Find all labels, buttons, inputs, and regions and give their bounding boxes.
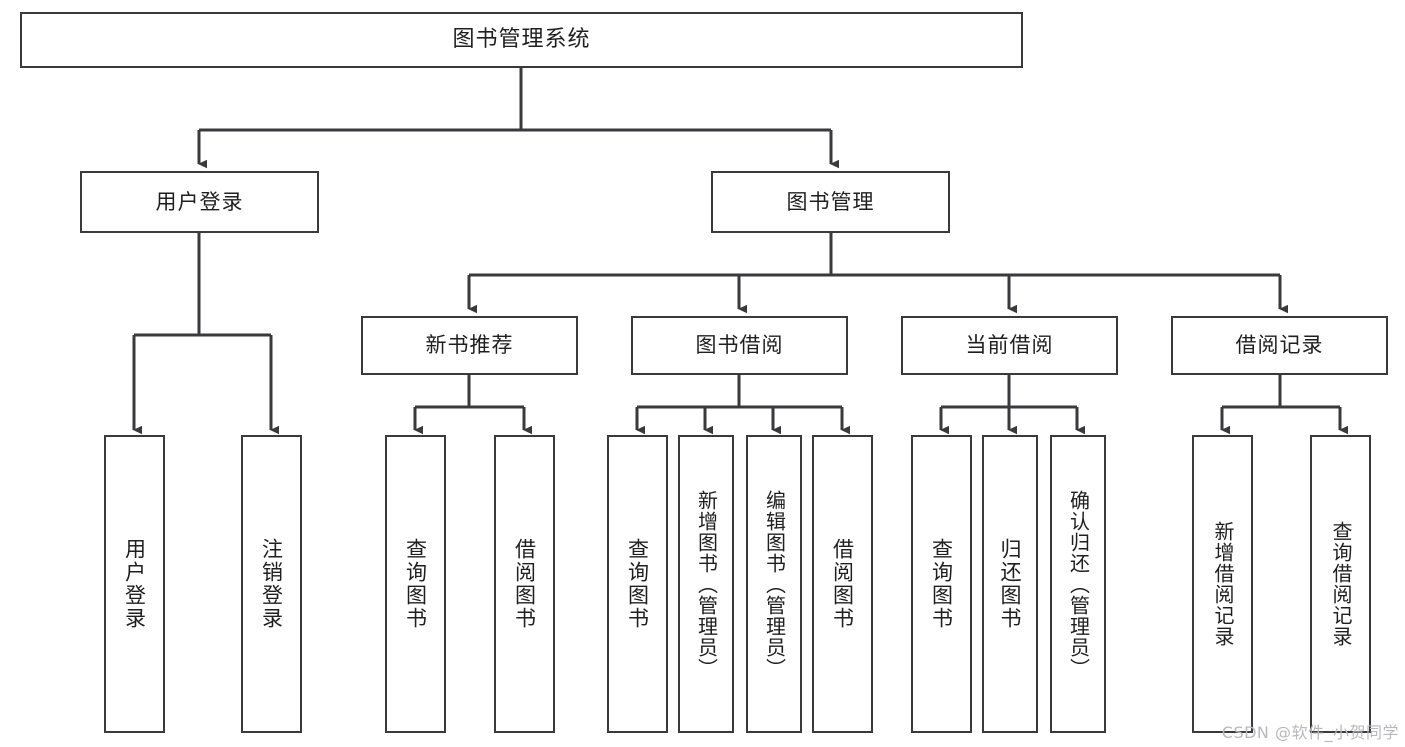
node-root[interactable]: 图书管理系统 (20, 12, 1023, 68)
node-leaf-user-logout-label: 注销登录 (259, 538, 284, 630)
node-leaf-query-book-1-label: 查询图书 (403, 538, 428, 630)
node-leaf-user-login[interactable]: 用户登录 (104, 435, 165, 733)
node-leaf-return-book[interactable]: 归还图书 (982, 435, 1038, 733)
node-borrow-record[interactable]: 借阅记录 (1171, 316, 1388, 375)
node-new-book-rec[interactable]: 新书推荐 (361, 316, 578, 375)
node-leaf-query-record[interactable]: 查询借阅记录 (1310, 435, 1371, 733)
node-leaf-edit-book[interactable]: 编辑图书（管理员） (746, 435, 802, 733)
node-current-borrow-label: 当前借阅 (965, 333, 1054, 358)
node-borrow-record-label: 借阅记录 (1235, 333, 1324, 358)
node-leaf-borrow-book-1-label: 借阅图书 (512, 538, 537, 630)
node-leaf-query-book-2[interactable]: 查询图书 (607, 435, 668, 733)
node-user-login[interactable]: 用户登录 (80, 171, 319, 233)
node-current-borrow[interactable]: 当前借阅 (901, 316, 1118, 375)
node-leaf-add-book[interactable]: 新增图书（管理员） (678, 435, 734, 733)
node-leaf-query-book-3-label: 查询图书 (929, 538, 954, 630)
node-book-manage-label: 图书管理 (786, 189, 875, 214)
node-book-borrow[interactable]: 图书借阅 (631, 316, 848, 375)
node-leaf-user-logout[interactable]: 注销登录 (241, 435, 302, 733)
node-new-book-rec-label: 新书推荐 (425, 333, 514, 358)
node-leaf-add-record-label: 新增借阅记录 (1211, 521, 1235, 647)
node-leaf-query-book-2-label: 查询图书 (625, 538, 650, 630)
node-book-manage[interactable]: 图书管理 (711, 171, 950, 233)
node-leaf-query-record-label: 查询借阅记录 (1329, 521, 1353, 647)
node-leaf-query-book-3[interactable]: 查询图书 (911, 435, 972, 733)
node-leaf-borrow-book-2-label: 借阅图书 (830, 538, 855, 630)
node-leaf-confirm-return-label: 确认归还（管理员） (1066, 489, 1091, 679)
node-leaf-add-book-label: 新增图书（管理员） (694, 489, 719, 679)
node-leaf-query-book-1[interactable]: 查询图书 (385, 435, 446, 733)
node-user-login-label: 用户登录 (155, 189, 244, 214)
watermark-text: CSDN @软件_小贺同学 (1221, 723, 1399, 742)
node-leaf-confirm-return[interactable]: 确认归还（管理员） (1050, 435, 1106, 733)
node-leaf-edit-book-label: 编辑图书（管理员） (762, 489, 787, 679)
node-book-borrow-label: 图书借阅 (695, 333, 784, 358)
node-leaf-borrow-book-1[interactable]: 借阅图书 (494, 435, 555, 733)
node-leaf-return-book-label: 归还图书 (998, 538, 1023, 630)
node-leaf-borrow-book-2[interactable]: 借阅图书 (812, 435, 873, 733)
node-root-label: 图书管理系统 (452, 27, 591, 53)
node-leaf-add-record[interactable]: 新增借阅记录 (1192, 435, 1253, 733)
node-leaf-user-login-label: 用户登录 (122, 538, 147, 630)
